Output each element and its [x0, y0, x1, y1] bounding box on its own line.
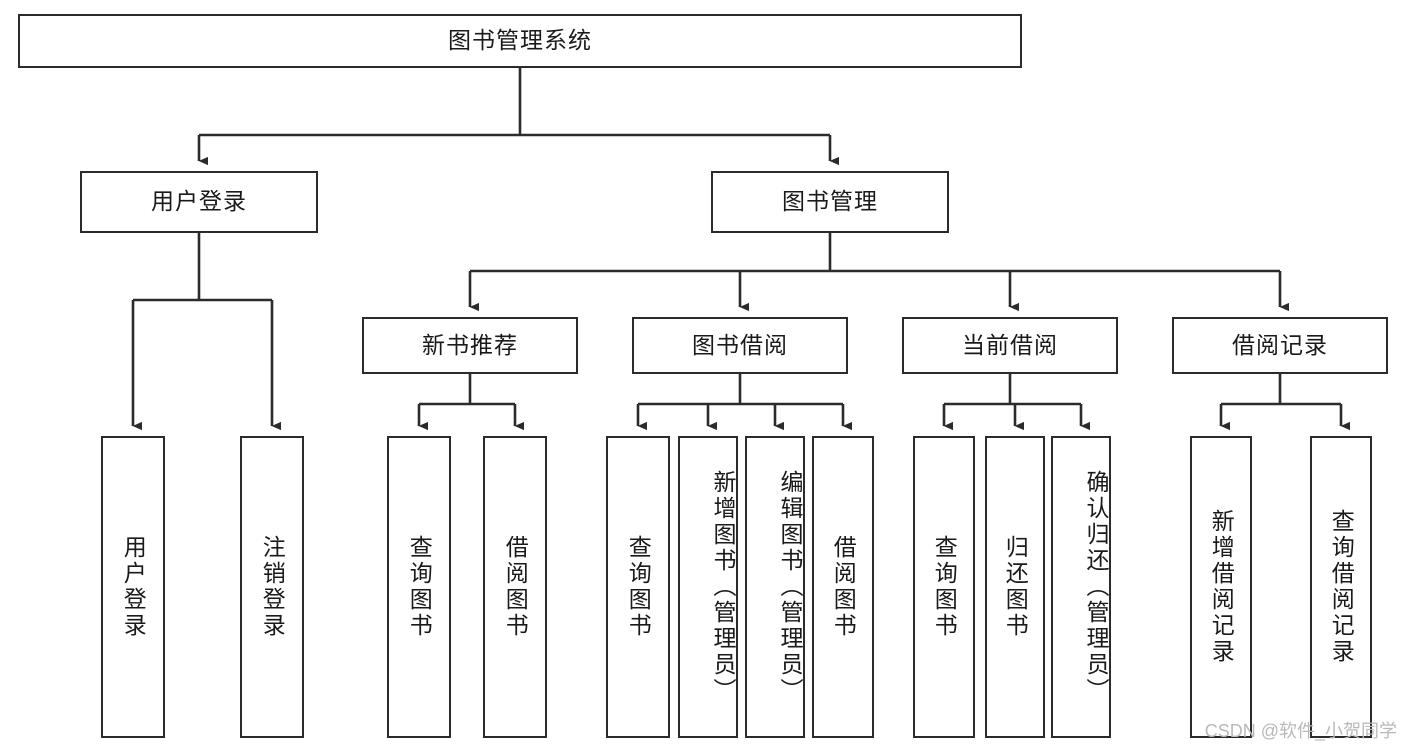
node-leaf-user-login-label: 用户登录: [120, 535, 147, 639]
node-borrow-record[interactable]: 借阅记录: [1172, 317, 1388, 374]
node-new-book-recommend[interactable]: 新书推荐: [362, 317, 578, 374]
node-leaf-query-record[interactable]: 查询借阅记录: [1310, 436, 1372, 738]
node-leaf-add-book-label: 新增图书（管理员）: [710, 470, 736, 704]
node-leaf-user-login[interactable]: 用户登录: [101, 436, 165, 738]
node-root[interactable]: 图书管理系统: [18, 14, 1022, 68]
node-book-borrow-label: 图书借阅: [692, 331, 788, 358]
node-borrow-record-label: 借阅记录: [1232, 331, 1328, 358]
node-leaf-edit-book-label: 编辑图书（管理员）: [777, 470, 803, 704]
node-leaf-query-book-1[interactable]: 查询图书: [387, 436, 451, 738]
node-leaf-borrow-book-1[interactable]: 借阅图书: [483, 436, 547, 738]
node-leaf-borrow-book-2-label: 借阅图书: [830, 535, 857, 639]
node-book-manage-label: 图书管理: [782, 188, 878, 215]
node-leaf-return-book[interactable]: 归还图书: [985, 436, 1045, 738]
node-leaf-query-book-2-label: 查询图书: [625, 535, 652, 639]
node-leaf-logout-label: 注销登录: [259, 535, 286, 639]
node-current-borrow[interactable]: 当前借阅: [902, 317, 1118, 374]
node-leaf-add-record-label: 新增借阅记录: [1208, 509, 1235, 665]
node-book-borrow[interactable]: 图书借阅: [632, 317, 848, 374]
node-leaf-edit-book[interactable]: 编辑图书（管理员）: [745, 436, 805, 738]
node-book-manage[interactable]: 图书管理: [711, 171, 949, 233]
node-current-borrow-label: 当前借阅: [962, 331, 1058, 358]
node-leaf-query-book-2[interactable]: 查询图书: [606, 436, 670, 738]
watermark-text: CSDN @软件_小贺同学: [1204, 721, 1397, 741]
node-leaf-query-book-3[interactable]: 查询图书: [913, 436, 975, 738]
node-leaf-query-book-1-label: 查询图书: [406, 535, 433, 639]
node-leaf-query-record-label: 查询借阅记录: [1328, 509, 1355, 665]
node-new-book-recommend-label: 新书推荐: [422, 331, 518, 358]
node-leaf-confirm-return[interactable]: 确认归还（管理员）: [1051, 436, 1111, 738]
node-leaf-add-record[interactable]: 新增借阅记录: [1190, 436, 1252, 738]
node-leaf-confirm-return-label: 确认归还（管理员）: [1083, 470, 1109, 704]
node-root-label: 图书管理系统: [448, 27, 592, 54]
node-user-login[interactable]: 用户登录: [80, 171, 318, 233]
node-leaf-logout[interactable]: 注销登录: [240, 436, 304, 738]
node-leaf-add-book[interactable]: 新增图书（管理员）: [678, 436, 738, 738]
node-leaf-return-book-label: 归还图书: [1002, 535, 1029, 639]
node-leaf-borrow-book-2[interactable]: 借阅图书: [812, 436, 874, 738]
node-leaf-query-book-3-label: 查询图书: [931, 535, 958, 639]
node-user-login-label: 用户登录: [151, 188, 247, 215]
node-leaf-borrow-book-1-label: 借阅图书: [502, 535, 529, 639]
